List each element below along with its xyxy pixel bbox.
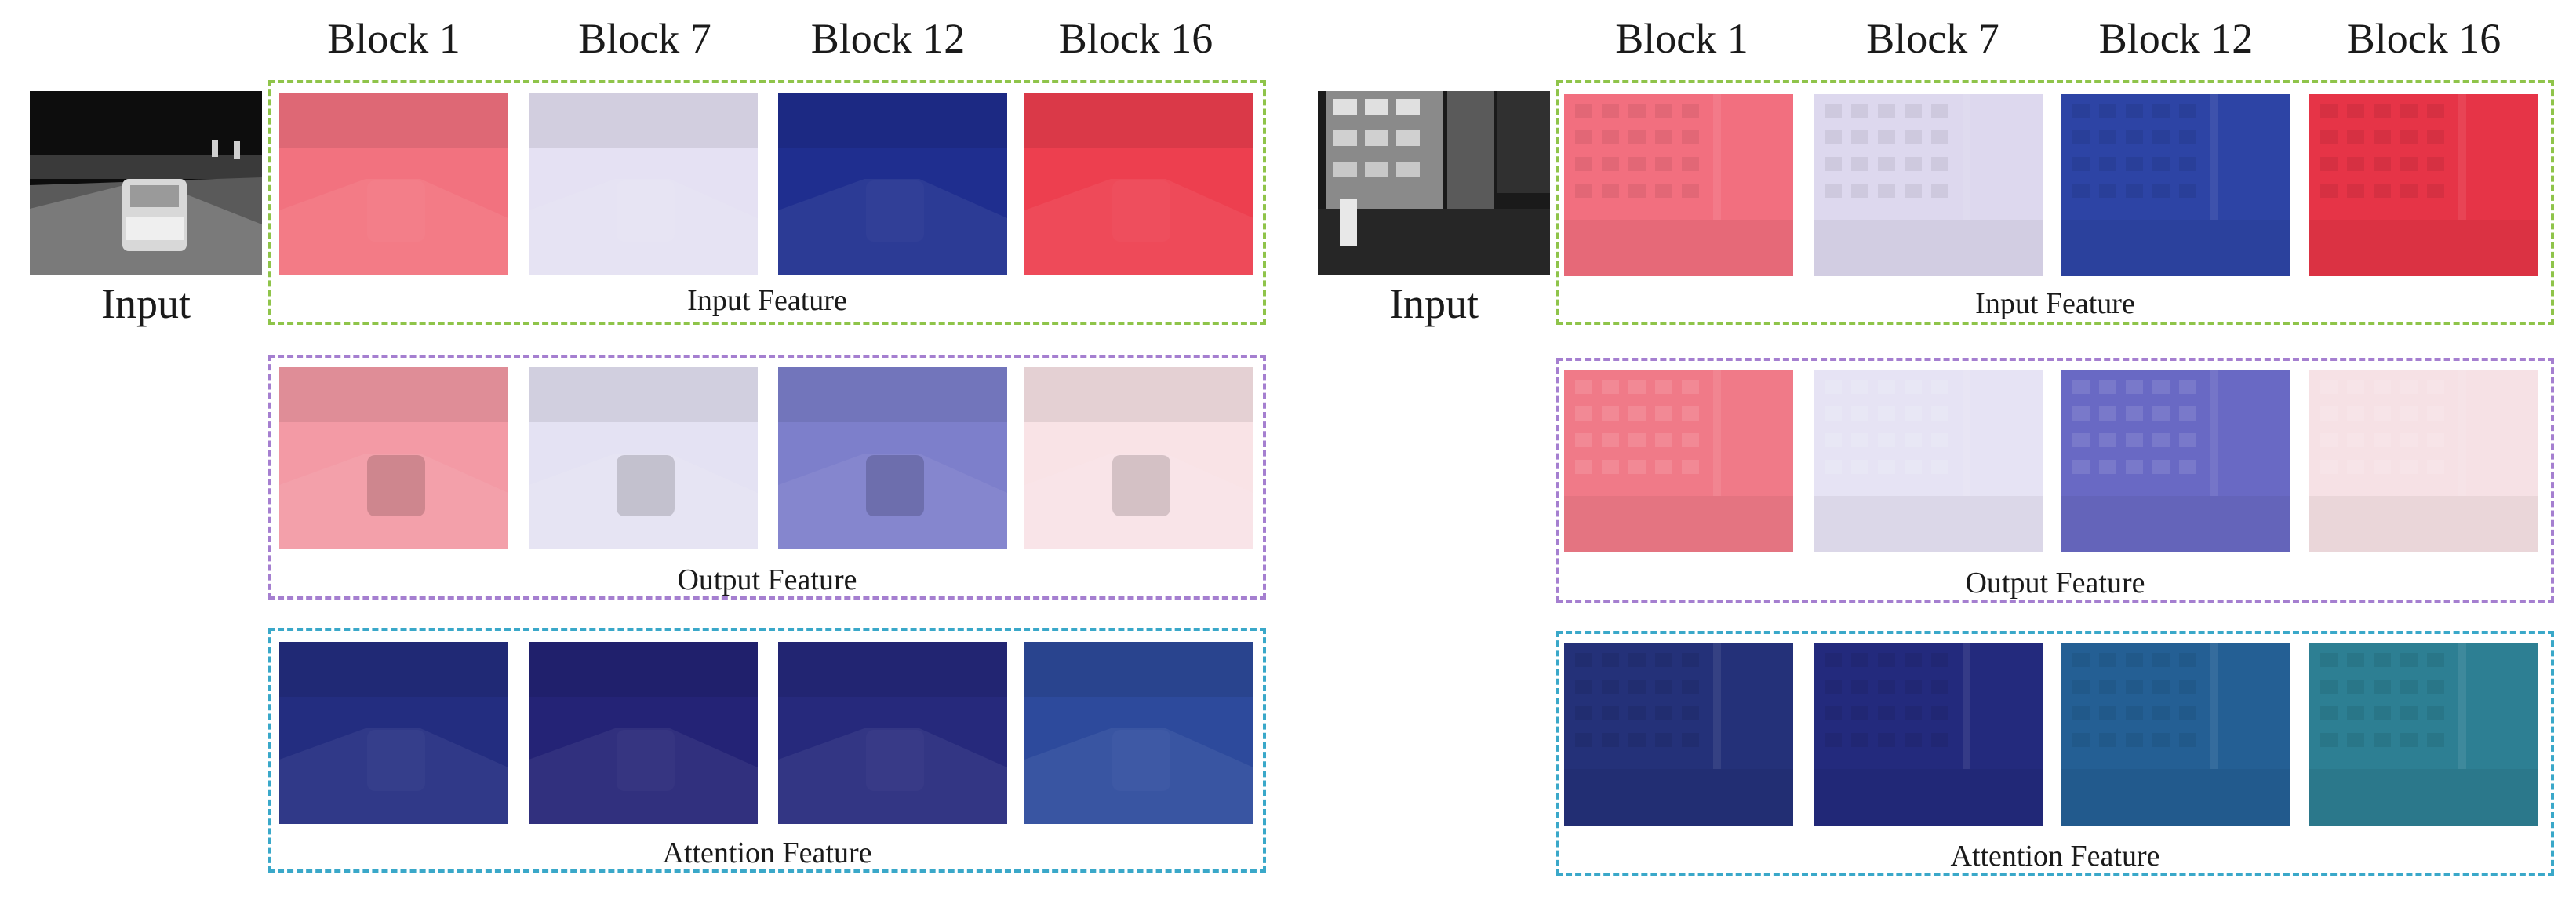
feature-map-svg (2061, 94, 2290, 276)
input-label: Input (101, 280, 191, 327)
feature-map (2061, 370, 2290, 552)
attention-feature-group (1556, 631, 2554, 876)
feature-map-svg (778, 93, 1007, 275)
feature-map (778, 367, 1007, 549)
feature-map (2061, 94, 2290, 276)
feature-map-svg (529, 642, 758, 824)
thermal-building-scene (1318, 91, 1550, 275)
feature-map-svg (1814, 94, 2043, 276)
attention-feature-label: Attention Feature (1950, 840, 2160, 873)
column-header-block-12: Block 12 (2098, 15, 2254, 62)
thermal-road-scene (30, 91, 262, 275)
right-panel: Block 1 Block 7 Block 12 Block 16 Input … (1288, 0, 2576, 904)
feature-map (2309, 643, 2538, 826)
feature-map-svg (1564, 370, 1793, 552)
attention-feature-label: Attention Feature (662, 837, 872, 869)
feature-map-svg (529, 93, 758, 275)
feature-map (529, 642, 758, 824)
feature-map-svg (279, 367, 508, 549)
feature-map (778, 93, 1007, 275)
feature-map-svg (2061, 643, 2290, 826)
column-header-block-16: Block 16 (1058, 15, 1213, 62)
column-header-block-16: Block 16 (2346, 15, 2501, 62)
feature-map (1814, 370, 2043, 552)
feature-map (529, 93, 758, 275)
feature-map (279, 642, 508, 824)
feature-map-svg (279, 93, 508, 275)
feature-map-svg (2309, 94, 2538, 276)
feature-map-svg (1564, 94, 1793, 276)
input-feature-group (268, 80, 1266, 325)
input-thermal-image (30, 91, 262, 275)
feature-map-svg (2309, 643, 2538, 826)
feature-map-svg (778, 367, 1007, 549)
feature-map-svg (1564, 643, 1793, 826)
input-feature-group (1556, 80, 2554, 325)
feature-map (1814, 94, 2043, 276)
feature-map-svg (529, 367, 758, 549)
feature-map (1024, 642, 1253, 824)
feature-map-svg (1024, 367, 1253, 549)
input-thermal-image (1318, 91, 1550, 275)
feature-map (778, 642, 1007, 824)
output-feature-label: Output Feature (677, 563, 857, 596)
feature-map (2309, 94, 2538, 276)
output-feature-group (1556, 358, 2554, 603)
feature-map (279, 93, 508, 275)
feature-map-svg (1814, 643, 2043, 826)
column-header-block-7: Block 7 (578, 15, 711, 62)
feature-map-svg (1024, 642, 1253, 824)
feature-map-svg (778, 642, 1007, 824)
feature-map-svg (2061, 370, 2290, 552)
input-feature-label: Input Feature (1975, 287, 2135, 320)
output-feature-label: Output Feature (1965, 567, 2145, 600)
feature-map (529, 367, 758, 549)
feature-map (1814, 643, 2043, 826)
feature-map-svg (2309, 370, 2538, 552)
column-header-block-12: Block 12 (810, 15, 966, 62)
input-feature-label: Input Feature (687, 284, 847, 317)
output-feature-group (268, 355, 1266, 600)
column-header-block-1: Block 1 (1615, 15, 1748, 62)
feature-map-svg (1814, 370, 2043, 552)
attention-feature-group (268, 628, 1266, 873)
feature-map (1024, 367, 1253, 549)
input-label: Input (1389, 280, 1479, 327)
feature-map (279, 367, 508, 549)
feature-map-svg (1024, 93, 1253, 275)
feature-map (1564, 370, 1793, 552)
feature-map (1024, 93, 1253, 275)
column-header-block-1: Block 1 (327, 15, 460, 62)
feature-map (2309, 370, 2538, 552)
feature-map (1564, 94, 1793, 276)
feature-map (2061, 643, 2290, 826)
column-header-block-7: Block 7 (1866, 15, 1999, 62)
feature-map (1564, 643, 1793, 826)
feature-map-svg (279, 642, 508, 824)
left-panel: Block 1 Block 7 Block 12 Block 16 Input … (30, 15, 1266, 873)
